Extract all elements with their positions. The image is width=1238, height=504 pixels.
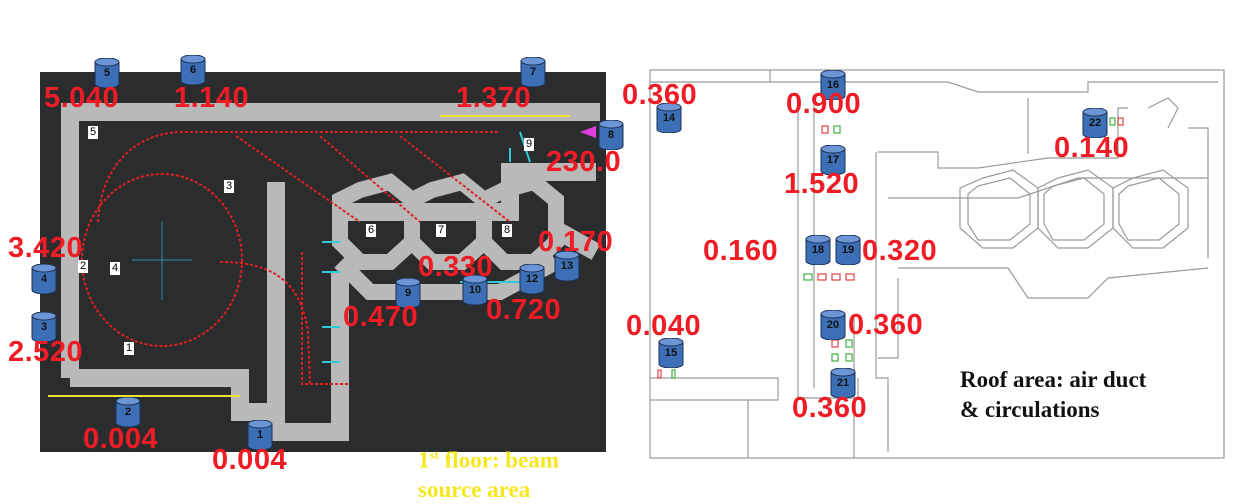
sensor-marker-22: 22 [1082,108,1108,138]
sensor-id: 3 [40,321,48,333]
measurement-value-3: 2.520 [8,336,84,368]
sensor-marker-8: 8 [598,120,624,150]
sensor-marker-13: 13 [554,251,580,281]
sensor-marker-18: 18 [805,235,831,265]
sensor-marker-21: 21 [830,368,856,398]
sensor-marker-10: 10 [462,275,488,305]
sensor-id: 14 [662,112,676,124]
sensor-id: 7 [529,66,537,78]
sensor-id: 6 [189,64,197,76]
sensor-id: 9 [404,287,412,299]
sensor-marker-17: 17 [820,145,846,175]
sensor-marker-1: 1 [247,420,273,450]
area-label: 7 [436,224,447,237]
measurement-value-20: 0.360 [848,309,924,341]
sensor-id: 19 [841,244,855,256]
outer-corridor [61,103,600,378]
area-label: 8 [502,224,513,237]
measurement-value-10: 0.330 [418,251,494,283]
sensor-id: 4 [40,273,48,285]
measurement-value-4: 3.420 [8,232,84,264]
beamline-lower [219,261,311,385]
measurement-value-6: 1.140 [174,82,250,114]
sensor-id: 8 [607,129,615,141]
floor-caption: 1st floor: beam source area [418,447,559,502]
roof-caption: Roof area: air duct & circulations [960,367,1147,422]
sensor-marker-19: 19 [835,235,861,265]
first-floor-plan: 5 1 3 2 4 6 7 8 9 1st floor: beam source… [40,72,606,502]
measurement-value-8: 230.0 [546,146,622,178]
first-floor-drawing [48,103,601,441]
sensor-marker-16: 16 [820,70,846,100]
sensor-id: 18 [811,244,825,256]
sensor-marker-5: 5 [94,58,120,88]
sensor-marker-15: 15 [658,338,684,368]
room-8 [476,173,564,270]
measurement-value-12: 0.720 [486,294,562,326]
sensor-marker-7: 7 [520,57,546,87]
measurement-value-1: 0.004 [212,444,288,476]
measurement-value-9: 0.470 [343,301,419,333]
sensor-id: 5 [103,67,111,79]
measurement-value-5: 5.040 [44,82,120,114]
area-label: 6 [366,224,377,237]
measurement-value-19: 0.320 [862,235,938,267]
roof-drawing [649,69,1225,459]
sensor-marker-9: 9 [395,278,421,308]
measurement-value-17: 1.520 [784,168,860,200]
sensor-id: 1 [256,429,264,441]
sensor-marker-12: 12 [519,264,545,294]
measurement-value-18: 0.160 [703,235,779,267]
measurement-value-22: 0.140 [1054,132,1130,164]
area-label: 2 [78,260,89,273]
sensor-marker-2: 2 [115,397,141,427]
area-label: 4 [110,262,121,275]
measurement-value-16: 0.900 [786,88,862,120]
sensor-id: 15 [664,347,678,359]
sensor-marker-3: 3 [31,312,57,342]
measurement-value-2: 0.004 [83,423,159,455]
measurement-value-14: 0.360 [622,79,698,111]
sensor-id: 12 [525,273,539,285]
measurement-value-13: 0.170 [538,226,614,258]
sensor-marker-4: 4 [31,264,57,294]
area-label: 5 [88,126,99,139]
room-6 [332,173,420,270]
sensor-marker-6: 6 [180,55,206,85]
roof-plan: Roof area: air duct & circulations [648,68,1226,460]
sensor-marker-20: 20 [820,310,846,340]
sensor-id: 22 [1088,117,1102,129]
sensor-id: 20 [826,319,840,331]
area-label: 1 [124,342,135,355]
sensor-id: 2 [124,406,132,418]
sensor-id: 17 [826,154,840,166]
sensor-id: 16 [826,79,840,91]
sensor-marker-14: 14 [656,103,682,133]
measurement-value-21: 0.360 [792,392,868,424]
beamline-main [97,131,500,223]
sensor-id: 10 [468,284,482,296]
sensor-id: 13 [560,260,574,272]
area-label: 3 [224,180,235,193]
measurement-value-7: 1.370 [456,82,532,114]
measurement-value-15: 0.040 [626,310,702,342]
area-label: 9 [524,138,535,151]
sensor-id: 21 [836,377,850,389]
room-7 [404,173,492,270]
